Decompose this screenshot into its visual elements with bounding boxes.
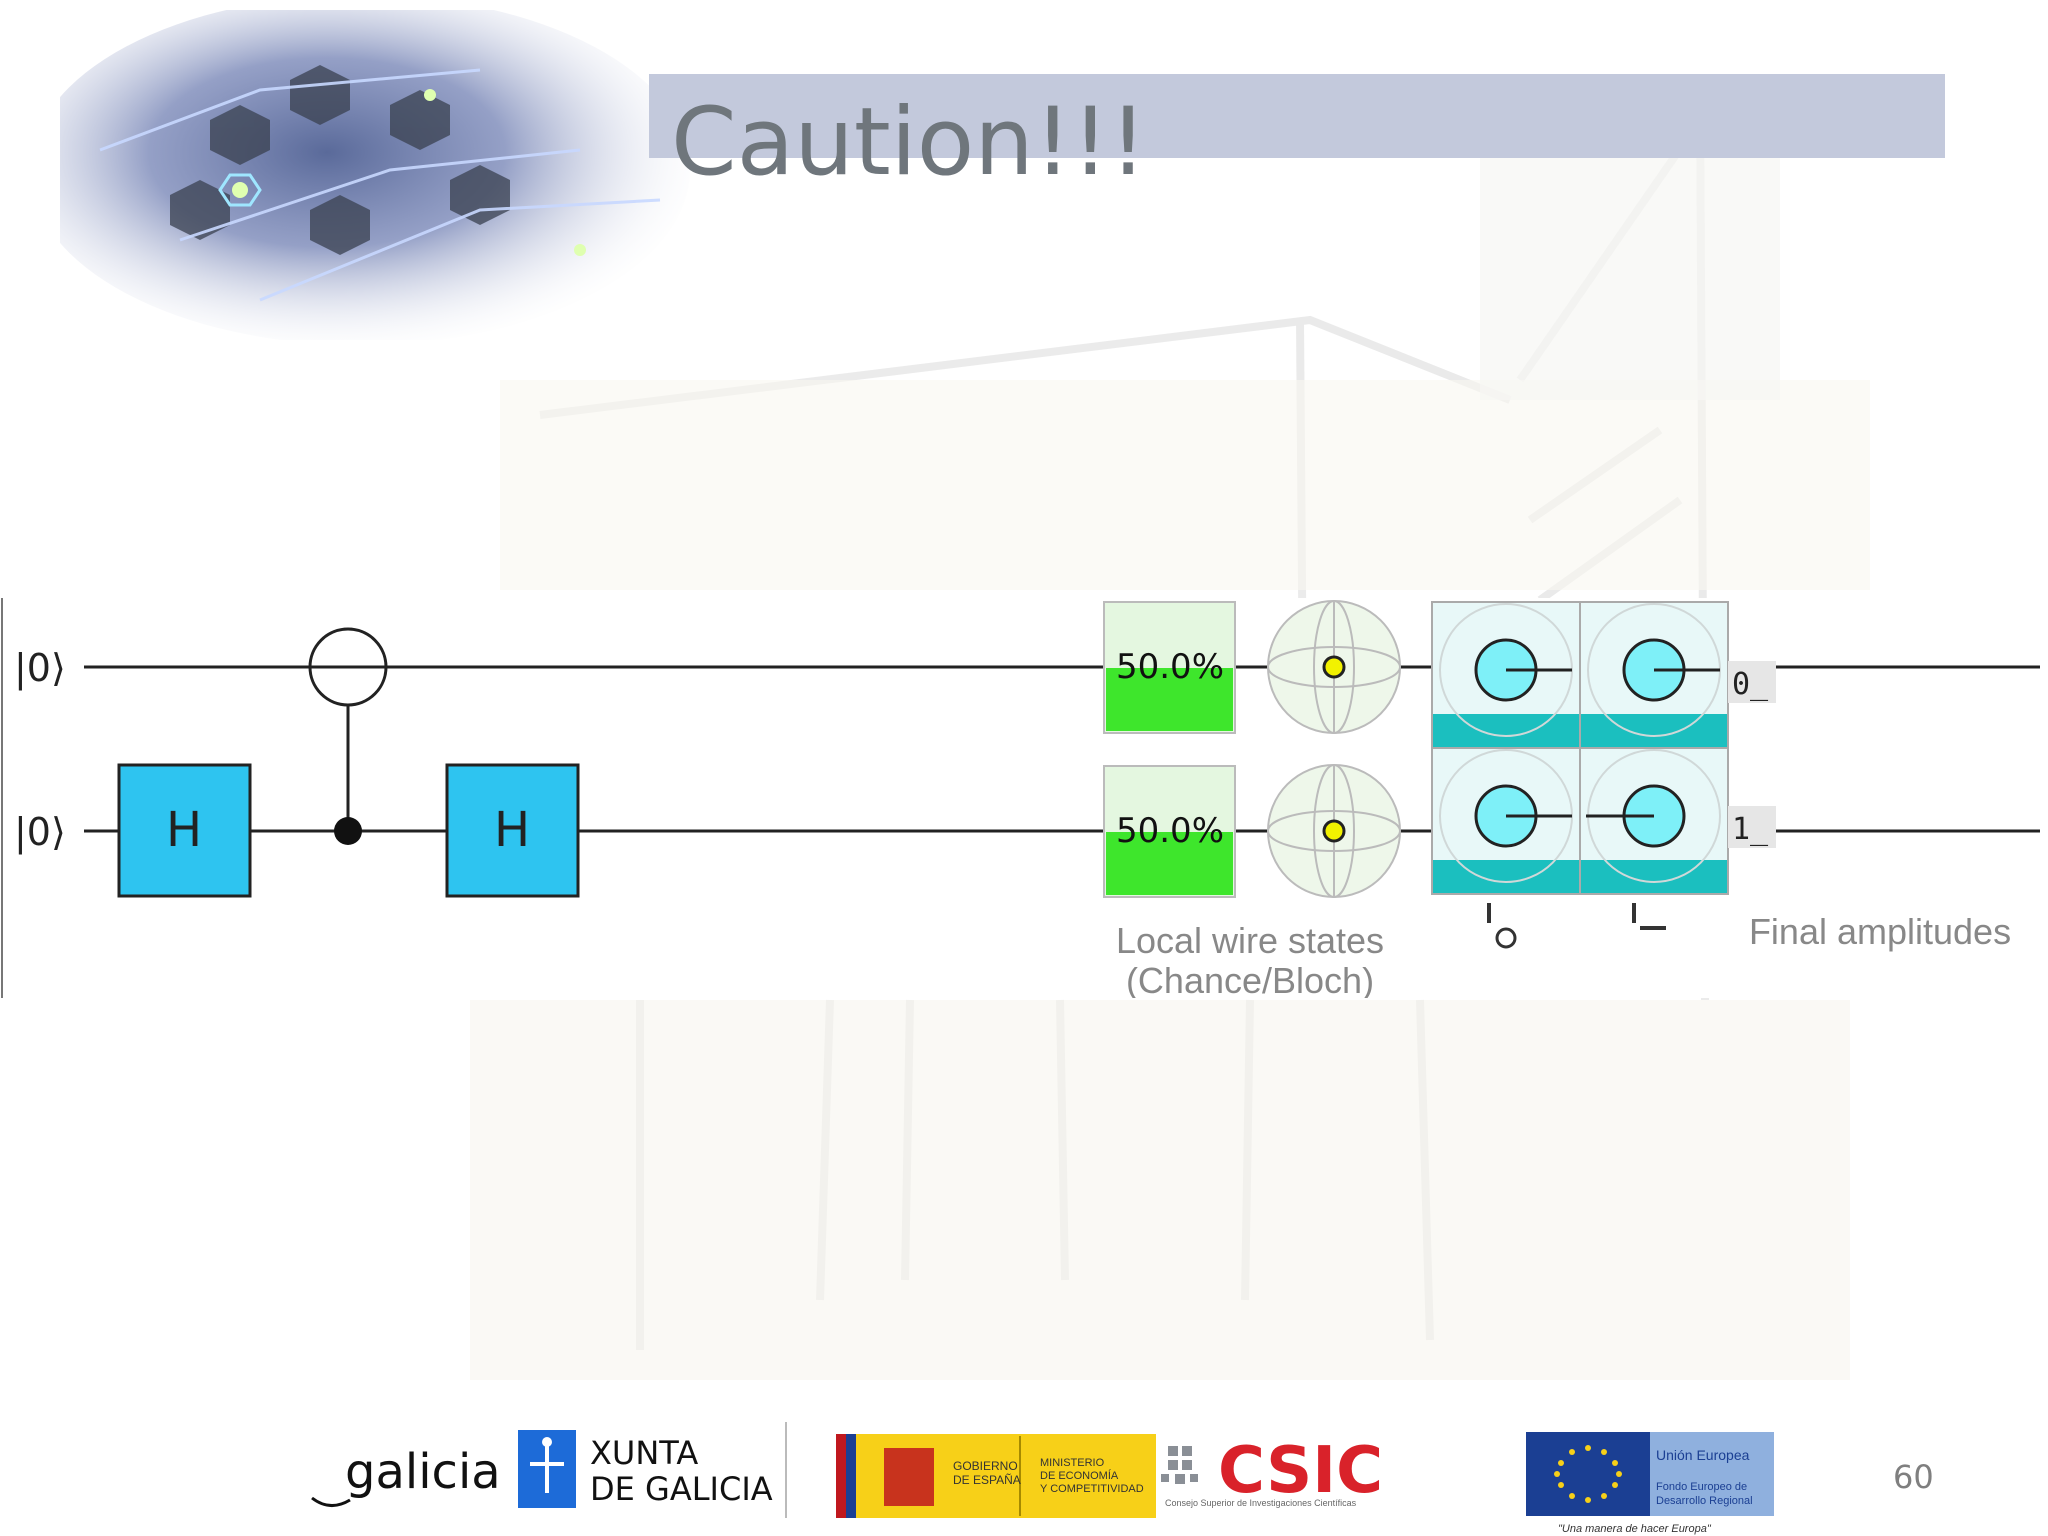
- galicia-logo: galicia: [311, 1444, 501, 1507]
- cnot-gate[interactable]: [308, 627, 388, 845]
- eu-line2: Desarrollo Regional: [1656, 1495, 1753, 1507]
- ministerio-line2: DE ECONOMÍA: [1040, 1469, 1119, 1482]
- hadamard-gate[interactable]: H: [445, 763, 580, 898]
- final-amplitudes-caption: Final amplitudes: [1749, 911, 2011, 952]
- sponsor-logos: galicia XUNTA DE GALICIA GOBIERNO DE ESP…: [311, 1422, 1774, 1535]
- wire-1-input-label: |0⟩: [14, 810, 66, 855]
- local-wire-states-subcaption: (Chance/Bloch): [1126, 960, 1374, 998]
- wire-1-output-label: 1_: [1732, 812, 1769, 847]
- cnot-control-dot: [334, 817, 362, 845]
- local-wire-states-caption: Local wire states: [1116, 920, 1384, 961]
- gate-label: H: [166, 802, 202, 858]
- output-label-box: [1728, 661, 1776, 703]
- hadamard-gate[interactable]: H: [117, 763, 252, 898]
- csic-logo: CSIC Consejo Superior de Investigaciones…: [1161, 1434, 1383, 1508]
- final-amplitude-grid[interactable]: [1431, 601, 1729, 895]
- chance-value: 50.0%: [1116, 647, 1224, 687]
- eu-logo: Unión Europea Fondo Europeo de Desarroll…: [1526, 1432, 1774, 1535]
- csic-subtitle: Consejo Superior de Investigaciones Cien…: [1165, 1498, 1357, 1508]
- gobierno-line2: DE ESPAÑA: [953, 1473, 1021, 1487]
- circuit-panel: |0⟩ |0⟩ H H 50.0%: [0, 598, 2048, 998]
- ministerio-line1: MINISTERIO: [1040, 1457, 1105, 1469]
- csic-wordmark: CSIC: [1218, 1434, 1383, 1508]
- column-index-marks: [1487, 903, 1666, 949]
- page-number: 60: [1893, 1458, 1934, 1496]
- gobierno-line1: GOBIERNO: [953, 1459, 1018, 1473]
- wire-0-input-label: |0⟩: [14, 646, 66, 691]
- ministerio-line3: Y COMPETITIVIDAD: [1040, 1483, 1144, 1495]
- xunta-line1: XUNTA: [590, 1434, 698, 1472]
- xunta-logo: XUNTA DE GALICIA: [518, 1422, 787, 1518]
- circuit-board-decoration: [60, 10, 690, 340]
- gobierno-espana-logo: GOBIERNO DE ESPAÑA MINISTERIO DE ECONOMÍ…: [836, 1434, 1156, 1518]
- chance-display[interactable]: 50.0%: [1103, 601, 1236, 734]
- output-label-box: [1728, 806, 1776, 848]
- xunta-line2: DE GALICIA: [590, 1470, 773, 1508]
- bloch-sphere[interactable]: [1267, 600, 1401, 734]
- slide-title: Caution!!!: [671, 88, 1147, 197]
- circuit-diagram: |0⟩ |0⟩ H H 50.0%: [1, 598, 2040, 998]
- galicia-wordmark: galicia: [345, 1444, 501, 1500]
- chance-display[interactable]: 50.0%: [1103, 765, 1236, 898]
- gate-label: H: [494, 802, 530, 858]
- bloch-sphere[interactable]: [1267, 764, 1401, 898]
- title-bar: [649, 74, 1945, 158]
- eu-line1: Fondo Europeo de: [1656, 1481, 1747, 1493]
- wire-0-output-label: 0_: [1732, 667, 1769, 702]
- chance-value: 50.0%: [1116, 811, 1224, 851]
- eu-slogan: "Una manera de hacer Europa": [1558, 1523, 1712, 1535]
- eu-title: Unión Europea: [1656, 1447, 1750, 1463]
